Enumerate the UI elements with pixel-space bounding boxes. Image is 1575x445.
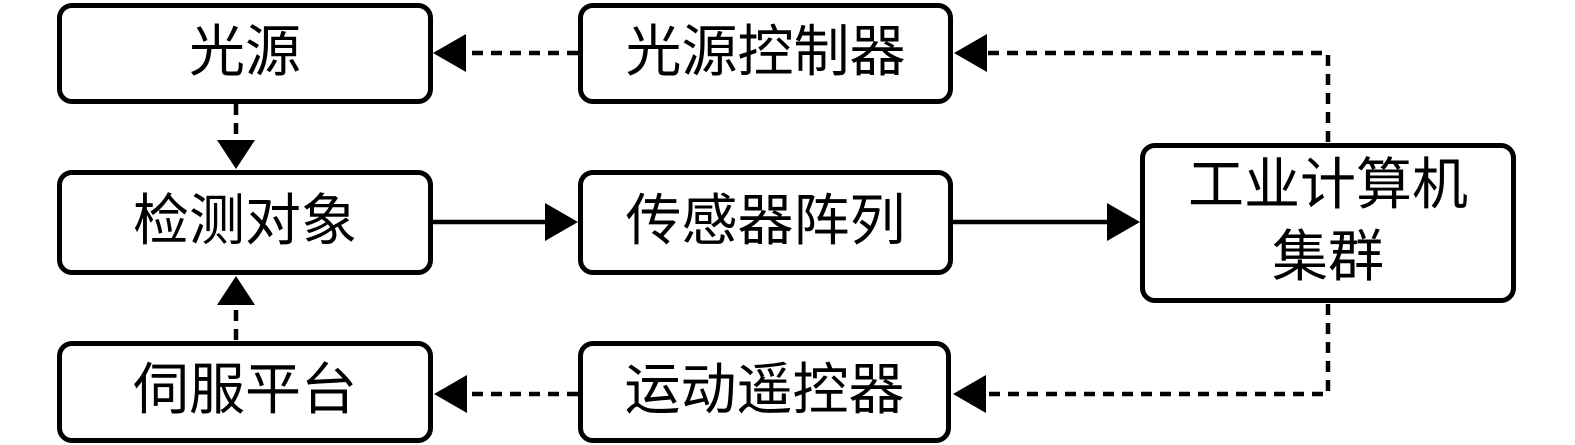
arrow-light-controller-to-light-source (433, 34, 578, 72)
node-detection-object: 检测对象 (57, 170, 433, 275)
arrow-computer-cluster-to-motion-remote (953, 304, 1331, 413)
node-detection-object-label: 检测对象 (133, 190, 357, 253)
node-servo-platform-label: 伺服平台 (133, 360, 357, 423)
node-sensor-array-label: 传感器阵列 (625, 190, 906, 253)
node-light-source-label: 光源 (189, 21, 301, 84)
node-sensor-array: 传感器阵列 (578, 170, 953, 275)
node-light-controller: 光源控制器 (578, 3, 953, 104)
node-computer-cluster: 工业计算机 集群 (1140, 143, 1516, 303)
node-light-controller-label: 光源控制器 (625, 21, 906, 84)
arrow-motion-remote-to-servo-platform (434, 375, 578, 413)
arrow-servo-platform-to-detection-object (217, 276, 255, 340)
arrow-computer-cluster-to-light-controller (954, 34, 1331, 142)
node-computer-cluster-label-line1: 工业计算机 (1188, 155, 1468, 218)
node-servo-platform: 伺服平台 (57, 341, 433, 443)
node-light-source: 光源 (57, 3, 433, 104)
node-motion-remote: 运动遥控器 (578, 341, 951, 443)
arrow-light-source-to-detection-object (217, 104, 255, 169)
arrow-sensor-array-to-computer-cluster (952, 203, 1140, 241)
node-computer-cluster-label-line2: 集群 (1272, 227, 1384, 289)
node-motion-remote-label: 运动遥控器 (624, 360, 905, 423)
arrow-detection-object-to-sensor-array (432, 203, 578, 241)
